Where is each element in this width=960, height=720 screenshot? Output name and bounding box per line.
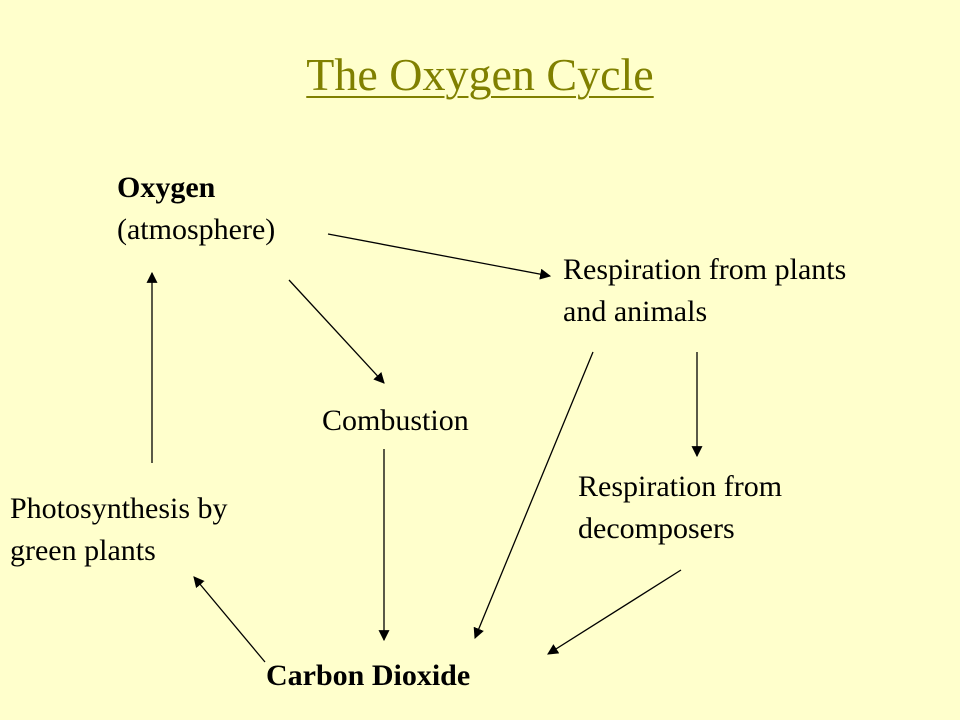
arrow-decomposers-to-carbon-dioxide	[547, 569, 682, 655]
node-oxygen-label: Oxygen	[117, 171, 216, 204]
node-photosynthesis-line2: green plants	[10, 534, 156, 567]
node-respiration-plants-animals-line1: Respiration from plants	[563, 253, 847, 286]
node-respiration-plants-animals: Respiration from plants and animals	[563, 249, 846, 333]
node-respiration-decomposers-line2: decomposers	[578, 512, 735, 545]
arrow-carbon-dioxide-to-photosynthesis	[193, 576, 266, 663]
node-respiration-decomposers-line1: Respiration from	[578, 470, 783, 503]
arrow-oxygen-to-combustion	[288, 279, 385, 384]
node-carbon-dioxide: Carbon Dioxide	[266, 655, 470, 697]
node-respiration-plants-animals-line2: and animals	[563, 295, 708, 328]
node-oxygen: Oxygen (atmosphere)	[117, 167, 275, 251]
node-combustion-label: Combustion	[322, 404, 469, 437]
node-combustion: Combustion	[322, 400, 469, 442]
node-photosynthesis-line1: Photosynthesis by	[10, 492, 228, 525]
node-carbon-dioxide-label: Carbon Dioxide	[266, 659, 471, 692]
node-respiration-decomposers: Respiration from decomposers	[578, 466, 782, 550]
arrow-respiration-to-carbon-dioxide	[473, 351, 594, 640]
node-oxygen-sublabel: (atmosphere)	[117, 213, 276, 246]
arrow-oxygen-to-respiration	[327, 233, 552, 280]
node-photosynthesis: Photosynthesis by green plants	[10, 488, 228, 572]
page-title: The Oxygen Cycle	[306, 49, 654, 100]
